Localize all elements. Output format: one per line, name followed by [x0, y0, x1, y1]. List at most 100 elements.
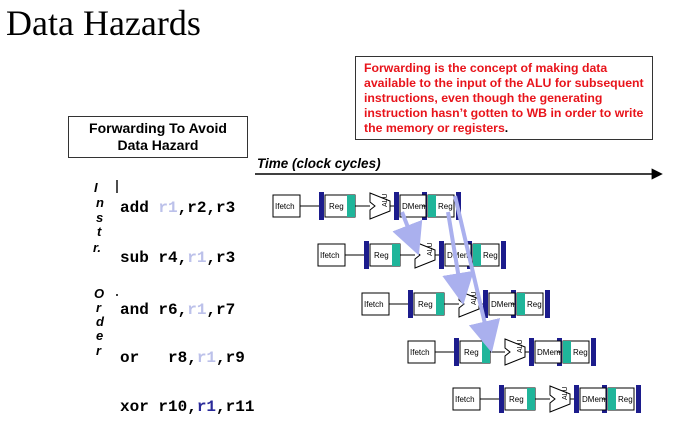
- reg-read-fill: [436, 293, 444, 315]
- operand-post: ,r2,r3: [177, 199, 236, 217]
- forwarding-arrow: [392, 211, 423, 256]
- ifetch-label: Ifetch: [275, 202, 295, 211]
- reg-read-fill: [527, 388, 535, 410]
- operand-post: ,r9: [216, 349, 245, 367]
- forwarding-note: Forwarding is the concept of making data…: [355, 56, 653, 140]
- side-letter: n: [96, 195, 104, 210]
- instruction-xor: xor r10,r1,r11: [120, 398, 254, 416]
- dmem-label: DMem: [537, 348, 561, 357]
- reg-label: Reg: [483, 251, 498, 260]
- reg-label: Reg: [509, 395, 524, 404]
- reg-write-fill: [473, 244, 481, 266]
- box-line-2: Data Hazard: [117, 137, 199, 153]
- side-letter: d: [96, 314, 104, 329]
- operand-post: ,r11: [216, 398, 255, 416]
- pipeline-register-bar: [394, 192, 399, 220]
- operand-post: ,r3: [206, 249, 236, 267]
- pipeline-register-bar: [364, 241, 369, 269]
- ifetch-label: Ifetch: [320, 251, 340, 260]
- note-period: .: [504, 121, 509, 135]
- side-letter: r.: [93, 240, 101, 255]
- reg-label: Reg: [464, 348, 479, 357]
- note-text: Forwarding is the concept of making data…: [364, 61, 644, 135]
- side-letter: O: [94, 286, 105, 301]
- pipeline-register-bar: [591, 338, 596, 366]
- forwarding-arrow: [453, 195, 501, 353]
- pipeline-register-bar: [574, 385, 579, 413]
- register-r1: r1: [196, 398, 217, 416]
- dmem-label: DMem: [447, 251, 471, 260]
- side-letter: s: [96, 210, 104, 225]
- pipeline-row: Ifetch Reg ALU DMem Reg: [361, 290, 550, 318]
- reg-write-fill: [563, 341, 571, 363]
- dmem-label: DMem: [491, 300, 515, 309]
- ifetch-label: Ifetch: [364, 300, 384, 309]
- alu-label: ALU: [517, 339, 524, 353]
- alu-label: ALU: [382, 193, 389, 207]
- instruction-sub: sub r4,r1,r3: [120, 249, 235, 267]
- reg-label: Reg: [438, 202, 453, 211]
- side-letter: t: [97, 224, 102, 239]
- pipeline-register-bar: [529, 338, 534, 366]
- opcode: sub: [120, 249, 159, 267]
- slide-title: Data Hazards: [6, 3, 201, 43]
- alu-label: ALU: [471, 291, 478, 305]
- dmem-label: DMem: [582, 395, 606, 404]
- pipeline-register-bar: [408, 290, 413, 318]
- register-r1: r1: [187, 249, 207, 267]
- instruction-and: and r6,r1,r7: [120, 301, 235, 319]
- instruction-or: or r8,r1,r9: [120, 349, 245, 367]
- side-letter: r: [96, 300, 102, 315]
- register-r1: r1: [187, 301, 207, 319]
- register-r1: r1: [196, 349, 217, 367]
- pipeline-register-bar: [499, 385, 504, 413]
- pipeline-row: Ifetch Reg ALU DMem Reg: [407, 338, 596, 366]
- side-letter: I: [94, 180, 98, 195]
- operand-pre: r8,: [158, 349, 197, 367]
- reg-label: Reg: [573, 348, 588, 357]
- reg-read-fill: [392, 244, 400, 266]
- time-axis-label: Time (clock cycles): [257, 156, 381, 171]
- opcode: add: [120, 199, 159, 217]
- pipeline-register-bar: [319, 192, 324, 220]
- operand-pre: r4,: [158, 249, 188, 267]
- forwarding-arrow: [442, 211, 474, 305]
- dmem-label: DMem: [402, 202, 426, 211]
- operand-post: ,r7: [206, 301, 236, 319]
- reg-write-fill: [608, 388, 616, 410]
- side-letter: r: [96, 343, 102, 358]
- reg-write-fill: [428, 195, 436, 217]
- forwarding-box: Forwarding To Avoid Data Hazard: [68, 116, 248, 158]
- pipeline-register-bar: [454, 338, 459, 366]
- side-letter: e: [96, 328, 104, 343]
- operand-pre: r10,: [158, 398, 197, 416]
- reg-label: Reg: [374, 251, 389, 260]
- reg-label: Reg: [329, 202, 344, 211]
- reg-label: Reg: [418, 300, 433, 309]
- ifetch-label: Ifetch: [455, 395, 475, 404]
- pipeline-register-bar: [501, 241, 506, 269]
- register-r1: r1: [158, 199, 178, 217]
- alu-label: ALU: [562, 386, 569, 400]
- pipeline-register-bar: [636, 385, 641, 413]
- ifetch-label: Ifetch: [410, 348, 430, 357]
- operand-pre: r6,: [158, 301, 188, 319]
- opcode: and: [120, 301, 159, 319]
- pipeline-row: Ifetch Reg ALU DMem Reg: [272, 192, 461, 220]
- opcode: or: [120, 349, 159, 367]
- box-line-1: Forwarding To Avoid: [89, 120, 227, 136]
- opcode: xor: [120, 398, 159, 416]
- alu-stage: [549, 385, 571, 413]
- pipeline-register-bar: [545, 290, 550, 318]
- reg-read-fill: [347, 195, 355, 217]
- alu-stage: [369, 192, 391, 220]
- pipeline-register-bar: [439, 241, 444, 269]
- order-dot: [116, 294, 118, 296]
- instruction-add: add r1,r2,r3: [120, 199, 235, 217]
- reg-label: Reg: [527, 300, 542, 309]
- pipeline-register-bar: [483, 290, 488, 318]
- reg-write-fill: [517, 293, 525, 315]
